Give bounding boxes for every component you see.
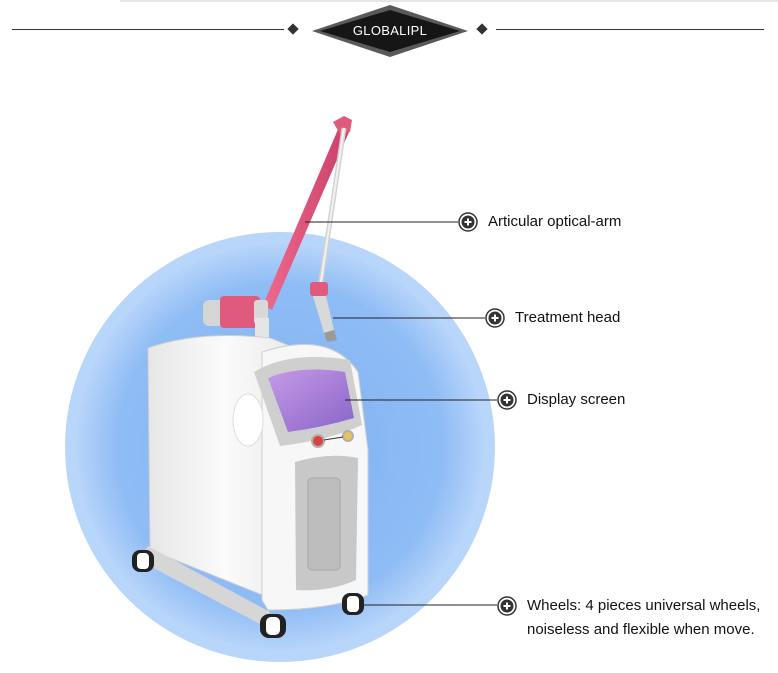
- callout-label: Articular optical-arm: [488, 213, 622, 230]
- plus-circle-icon: [458, 212, 478, 232]
- brand-name: GLOBALIPL: [352, 23, 428, 38]
- header-divider-right: [496, 29, 764, 30]
- callout-label: Wheels: 4 pieces universal wheels, noise…: [527, 597, 761, 638]
- machine-body: [138, 335, 369, 625]
- brand-badge: GLOBALIPL: [310, 3, 470, 59]
- callout-articular-optical-arm: Articular optical-arm: [458, 212, 621, 234]
- top-strip: [120, 0, 778, 2]
- plus-circle-icon: [497, 390, 517, 410]
- callout-label: Display screen: [527, 391, 626, 408]
- plus-circle-icon: [485, 308, 505, 328]
- wheels: [132, 550, 364, 638]
- header-divider-left: [12, 29, 284, 30]
- callout-label: Treatment head: [515, 309, 621, 326]
- plus-circle-icon: [497, 596, 517, 616]
- callout-wheels: Wheels: 4 pieces universal wheels, noise…: [497, 596, 767, 642]
- callout-display-screen: Display screen: [497, 390, 625, 412]
- callout-treatment-head: Treatment head: [485, 308, 620, 330]
- articular-optical-arm: [203, 116, 352, 354]
- brand-badge-shape: [312, 5, 468, 57]
- treatment-head: [310, 282, 337, 342]
